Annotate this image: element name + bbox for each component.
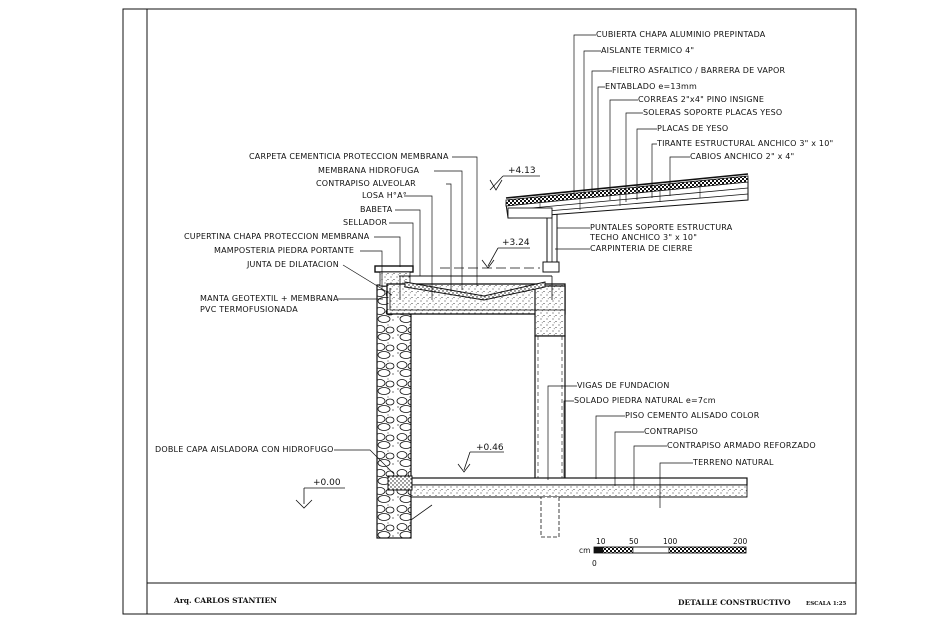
label-solado: SOLADO PIEDRA NATURAL e=7cm xyxy=(574,396,716,405)
pitched-roof xyxy=(505,173,749,219)
label-mamposteria: MAMPOSTERIA PIEDRA PORTANTE xyxy=(214,246,354,255)
label-cubierta: CUBIERTA CHAPA ALUMINIO PREPINTADA xyxy=(596,30,766,39)
level-marker-000: +0.00 xyxy=(295,478,345,509)
scale-tick-10: 10 xyxy=(596,537,606,546)
roof-label-group: CUBIERTA CHAPA ALUMINIO PREPINTADA AISLA… xyxy=(573,30,833,202)
label-piso-cemento: PISO CEMENTO ALISADO COLOR xyxy=(625,411,760,420)
label-entablado: ENTABLADO e=13mm xyxy=(605,82,697,91)
stone-masonry-wall xyxy=(376,284,412,539)
scale-tick-100: 100 xyxy=(663,537,678,546)
label-correas: CORREAS 2"x4" PINO INSIGNE xyxy=(638,95,764,104)
mid-label-group: PUNTALES SOPORTE ESTRUCTURA TECHO ANCHIC… xyxy=(555,223,733,253)
left-label-group: CARPETA CEMENTICIA PROTECCION MEMBRANA M… xyxy=(155,152,478,475)
roof-slab xyxy=(386,275,566,337)
scale-tick-50: 50 xyxy=(629,537,639,546)
label-contrapiso-armado: CONTRAPISO ARMADO REFORZADO xyxy=(667,441,816,450)
label-sellador: SELLADOR xyxy=(343,218,388,227)
label-placas-yeso: PLACAS DE YESO xyxy=(657,124,728,133)
floor-label-group: VIGAS DE FUNDACION SOLADO PIEDRA NATURAL… xyxy=(547,381,816,508)
label-losa: LOSA H°A° xyxy=(362,191,407,200)
label-manta-line2: PVC TERMOFUSIONADA xyxy=(200,305,298,314)
label-cabios: CABIOS ANCHICO 2" x 4" xyxy=(690,152,794,161)
label-contrapiso: CONTRAPISO xyxy=(644,427,698,436)
level-324-text: +3.24 xyxy=(502,238,530,248)
label-contrapiso-alveolar: CONTRAPISO ALVEOLAR xyxy=(316,179,416,188)
label-soleras: SOLERAS SOPORTE PLACAS YESO xyxy=(643,108,782,117)
label-carpeta: CARPETA CEMENTICIA PROTECCION MEMBRANA xyxy=(249,152,449,161)
title-block: Arq. CARLOS STANTIEN DETALLE CONSTRUCTIV… xyxy=(173,596,847,607)
label-membrana: MEMBRANA HIDROFUGA xyxy=(318,166,420,175)
label-terreno: TERRENO NATURAL xyxy=(692,458,774,467)
label-junta: JUNTA DE DILATACION xyxy=(246,260,339,269)
label-cupertina: CUPERTINA CHAPA PROTECCION MEMBRANA xyxy=(184,232,370,241)
label-fieltro: FIELTRO ASFALTICO / BARRERA DE VAPOR xyxy=(612,66,786,75)
level-413-text: +4.13 xyxy=(508,166,536,176)
scale-tick-0: 0 xyxy=(592,559,597,568)
label-puntales-line1: PUNTALES SOPORTE ESTRUCTURA xyxy=(590,223,733,232)
level-marker-046: +0.46 xyxy=(457,443,504,473)
label-tirante: TIRANTE ESTRUCTURAL ANCHICO 3" x 10" xyxy=(656,139,833,148)
scale-bar: cm 0 10 50 100 200 xyxy=(579,537,748,568)
level-marker-413: +4.13 xyxy=(489,166,540,191)
scale-tick-200: 200 xyxy=(733,537,748,546)
level-046-text: +0.46 xyxy=(476,443,504,453)
level-000-text: +0.00 xyxy=(313,478,341,488)
label-vigas: VIGAS DE FUNDACION xyxy=(577,381,670,390)
label-aislante: AISLANTE TERMICO 4" xyxy=(601,46,694,55)
label-puntales-line2: TECHO ANCHICO 3" x 10" xyxy=(589,233,697,242)
drawing-scale: ESCALA 1:25 xyxy=(806,601,847,607)
foundation-pier xyxy=(540,496,560,538)
label-carpinteria: CARPINTERIA DE CIERRE xyxy=(590,244,693,253)
floor-slab xyxy=(387,475,748,521)
drawing-title: DETALLE CONSTRUCTIVO xyxy=(678,598,791,607)
level-marker-324: +3.24 xyxy=(440,238,540,269)
carpentry-post xyxy=(542,205,560,273)
scale-unit: cm xyxy=(579,546,590,555)
label-doble-capa: DOBLE CAPA AISLADORA CON HIDROFUGO xyxy=(155,445,334,454)
interior-column xyxy=(534,335,566,481)
label-babeta: BABETA xyxy=(360,205,393,214)
sheet-border xyxy=(122,8,857,615)
label-manta-line1: MANTA GEOTEXTIL + MEMBRANA xyxy=(200,294,339,303)
author-text: Arq. CARLOS STANTIEN xyxy=(173,596,277,605)
